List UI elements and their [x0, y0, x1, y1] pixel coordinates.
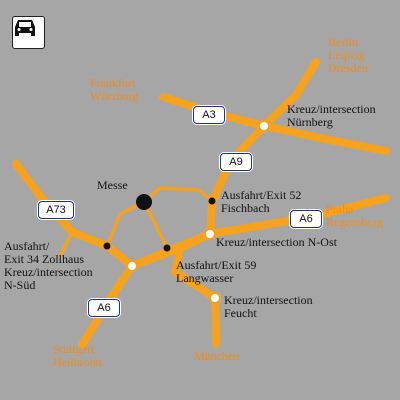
road-a6	[128, 194, 390, 270]
intersection-nuernberg-marker	[258, 120, 270, 132]
label-exit-59-langwasser: Ausfahrt/Exit 59 Langwasser	[176, 258, 257, 285]
road-a9-south	[171, 244, 220, 348]
a9-shield: A9	[220, 153, 252, 171]
car-badge	[12, 16, 45, 49]
label-exit-52-fischbach: Ausfahrt/Exit 52 Fischbach	[221, 188, 302, 215]
zollhaus-marker	[103, 242, 111, 250]
road-secondary	[105, 200, 146, 248]
road-secondary	[142, 200, 169, 250]
road-secondary	[58, 230, 74, 258]
destination-prague: Praha Regensburg	[326, 202, 384, 229]
exit-59-marker	[163, 244, 171, 252]
intersection-n-sued-marker	[126, 260, 138, 272]
destination-frankfurt: Frankfurt Würzburg	[90, 76, 139, 103]
exit-52-marker	[208, 197, 216, 205]
label-messe: Messe	[97, 178, 128, 192]
road-a6-west	[78, 262, 136, 349]
label-intersection-feucht: Kreuz/intersection Feucht	[224, 293, 313, 320]
a73-shield: A73	[38, 201, 74, 219]
a6-east-shield: A6	[290, 210, 322, 228]
messe-marker	[136, 194, 152, 210]
car-icon	[15, 20, 35, 36]
intersection-n-ost-marker	[204, 228, 216, 240]
destination-stuttgart: Stuttgart Heilbronn	[53, 342, 102, 369]
road-secondary	[165, 232, 212, 250]
a6-west-shield: A6	[88, 299, 120, 317]
destination-berlin: Berlin Leipzig Dresden	[328, 35, 368, 75]
intersection-feucht-marker	[209, 292, 221, 304]
label-zollhaus-n-sued: Ausfahrt/ Exit 34 Zollhaus Kreuz/interse…	[4, 239, 93, 292]
road-secondary	[142, 186, 214, 204]
a3-shield: A3	[193, 106, 225, 124]
destination-muenchen: München	[194, 349, 240, 363]
label-intersection-n-ost: Kreuz/intersection N-Ost	[216, 235, 337, 249]
label-intersection-nuernberg: Kreuz/intersection Nürnberg	[287, 102, 376, 129]
